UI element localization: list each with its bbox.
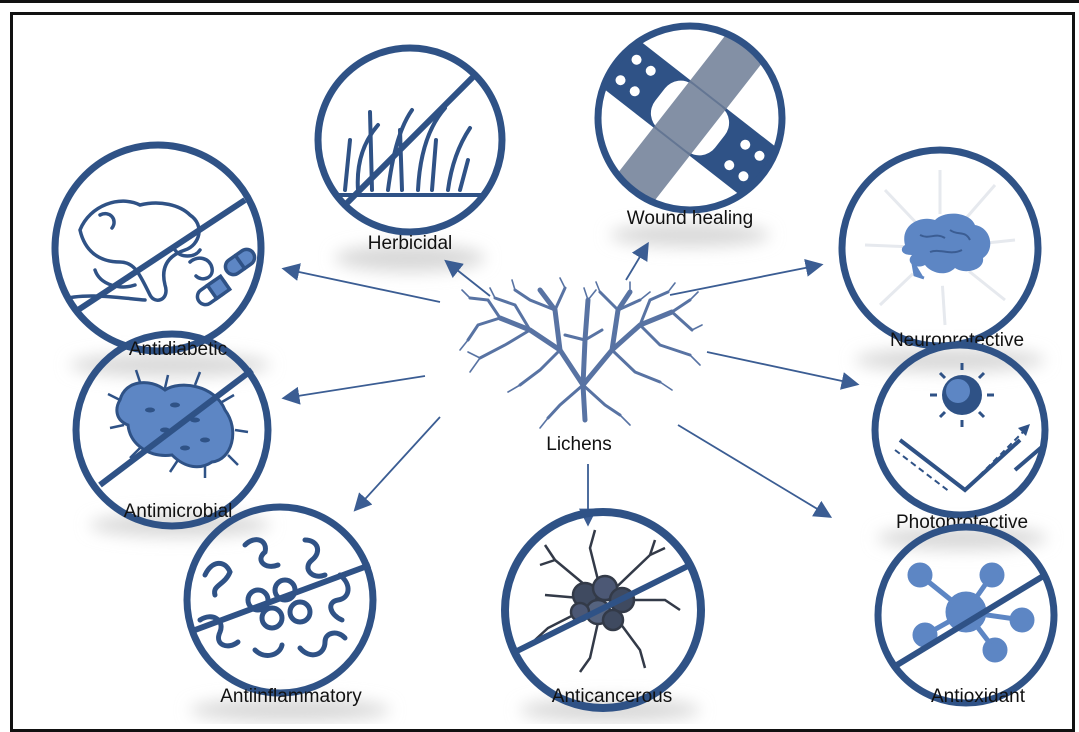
- antidiabetic-node: Antidiabetic: [55, 145, 261, 360]
- brain-icon: [865, 170, 1015, 325]
- photoprotective-node: Photoprotective: [875, 345, 1050, 533]
- arrow-antimicrobial: [285, 376, 425, 398]
- arrow-antidiabetic: [285, 269, 440, 302]
- arrow-antiinflammatory: [356, 417, 440, 509]
- lichen-icon: [460, 278, 702, 428]
- cancer-cell-icon: [535, 530, 680, 672]
- antioxidant-label: Antioxidant: [931, 686, 1026, 707]
- herbicidal-node: Herbicidal: [318, 48, 502, 254]
- bandage-icon: [569, 13, 811, 223]
- anticancerous-label: Anticancerous: [552, 686, 672, 707]
- arrow-photoprotective: [707, 352, 856, 384]
- grass-icon: [325, 108, 495, 195]
- arrow-herbicidal: [447, 262, 490, 296]
- herbicidal-label: Herbicidal: [368, 233, 452, 254]
- center-label: Lichens: [546, 434, 612, 455]
- wound-healing-label: Wound healing: [627, 208, 753, 229]
- antimicrobial-label: Antimicrobial: [124, 501, 233, 522]
- wound-healing-node: Wound healing: [569, 13, 811, 229]
- antidiabetic-label: Antidiabetic: [129, 339, 227, 360]
- arrows: [285, 245, 856, 523]
- antiinflammatory-node: Antiinflammatory: [187, 507, 373, 707]
- neuroprotective-node: Neuroprotective: [842, 150, 1038, 351]
- antiinflammatory-label: Antiinflammatory: [220, 686, 362, 707]
- anticancerous-node: Anticancerous: [505, 512, 701, 708]
- antioxidant-node: Antioxidant: [878, 527, 1054, 707]
- arrow-antioxidant: [678, 425, 829, 516]
- arrow-wound-healing: [626, 245, 647, 280]
- arrow-neuroprotective: [670, 265, 820, 295]
